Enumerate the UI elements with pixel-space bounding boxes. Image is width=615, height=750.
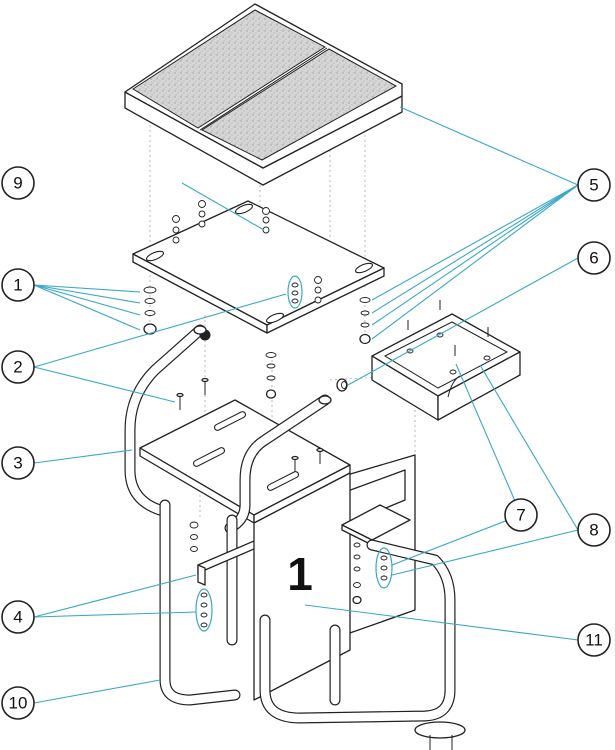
callout-2: 2: [1, 350, 35, 384]
callout-1-label: 1: [13, 276, 22, 295]
callout-9-label: 9: [13, 174, 22, 193]
callout-10: 10: [1, 686, 35, 720]
washer-nut-stack-left: [143, 286, 157, 335]
callout-7-label: 7: [516, 506, 525, 525]
bolt-nut-stack-center: [265, 275, 303, 399]
nut-stack-lower-left: [189, 521, 213, 632]
callout-6-label: 6: [589, 249, 598, 268]
callout-5-label: 5: [589, 176, 598, 195]
callout-10-label: 10: [9, 694, 28, 713]
washer-nut-stack-right: [359, 297, 371, 345]
handrail-right: [224, 394, 332, 534]
callout-11-label: 11: [585, 631, 603, 650]
callout-1: 1: [1, 268, 35, 302]
mounting-plate-top: [132, 200, 385, 334]
u-frame-left: [159, 499, 241, 706]
callout-7: 7: [504, 498, 538, 532]
callout-8: 8: [577, 513, 611, 547]
callout-2-label: 2: [13, 358, 22, 377]
leader-lines: [33, 106, 579, 704]
callout-6: 6: [577, 241, 611, 275]
side-tray-bracket: [371, 300, 521, 421]
callout-4: 4: [1, 600, 35, 634]
nut-stack-lower-right: [352, 542, 393, 605]
tube-end-cap: [336, 378, 348, 392]
side-plate-front: 1: [253, 472, 351, 701]
callout-8-label: 8: [589, 521, 598, 540]
callout-11: 11: [577, 623, 611, 657]
callout-4-label: 4: [13, 608, 22, 627]
side-plate-stamp: 1: [287, 548, 313, 600]
right-bracket-shelf: [341, 504, 411, 546]
tread-step-top: [124, 3, 403, 186]
callout-3: 3: [1, 446, 35, 480]
platform-bolts: [176, 377, 324, 472]
handrail-left: [124, 324, 211, 516]
callout-3-label: 3: [13, 454, 22, 473]
nut-stack-plate-top: [172, 200, 322, 304]
u-frame-right: [259, 539, 466, 750]
callout-9: 9: [1, 166, 35, 200]
callout-5: 5: [577, 168, 611, 202]
